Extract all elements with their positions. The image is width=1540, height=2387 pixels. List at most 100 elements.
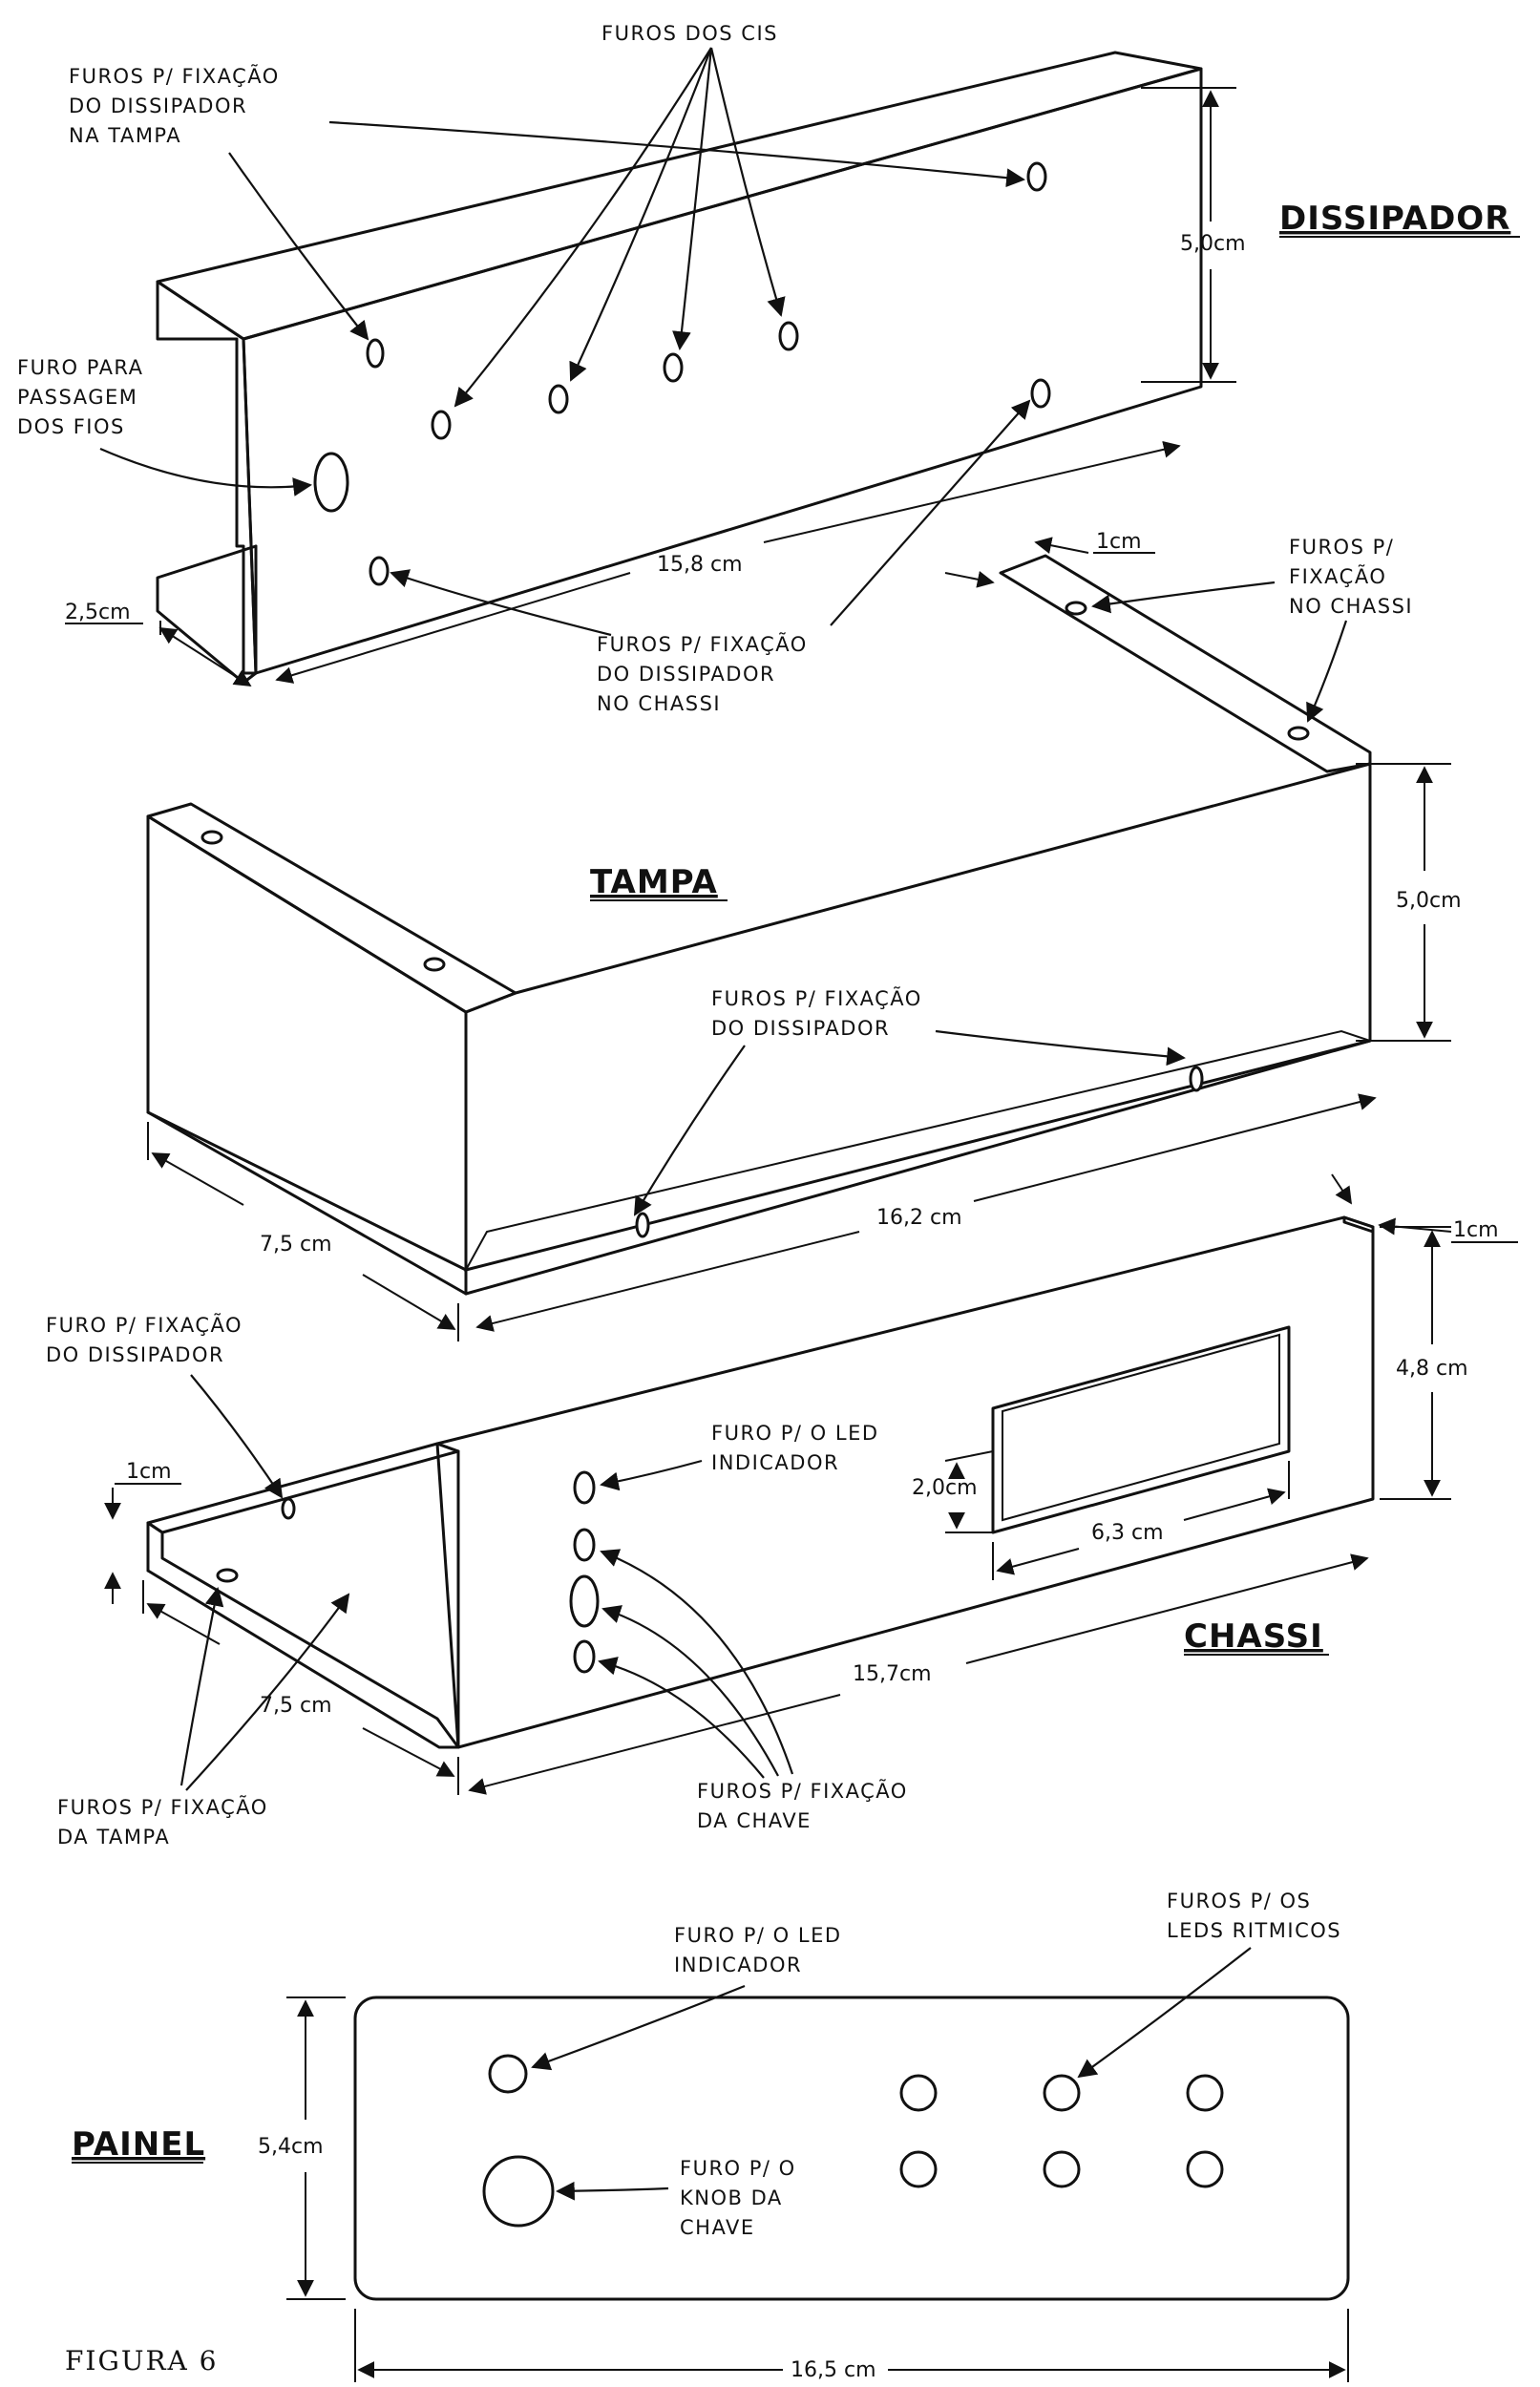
label-fix-tampa-line3: NA TAMPA <box>69 124 181 147</box>
chassi-switch-hole-3 <box>573 1639 596 1674</box>
dim-chassi-depth: 7,5 cm <box>260 1694 332 1718</box>
arrow-fix-tampa-2 <box>328 120 1025 188</box>
dim-chassi-flange-right: 1cm <box>1453 1218 1499 1242</box>
dim-painel-height: 5,4cm <box>258 2135 324 2159</box>
label-fix-tampa-line2: DO DISSIPADOR <box>69 95 247 117</box>
tampa-body <box>146 554 1374 1296</box>
label-chassi-fix-tampa-line1: FUROS P/ FIXAÇÃO <box>57 1794 268 1819</box>
label-chassi-fix-dissipador-line1: FURO P/ FIXAÇÃO <box>46 1312 243 1337</box>
arrow-ci-4 <box>709 47 786 317</box>
painel-rhythm-led-1 <box>899 2074 938 2112</box>
tampa-hole-right-1 <box>1065 601 1087 616</box>
label-tampa-fix-chassi-line2: FIXAÇÃO <box>1289 563 1386 588</box>
painel-plate <box>353 1996 1350 2301</box>
chassi-flange-hole-1 <box>281 1497 296 1520</box>
arrow-chassi-fix-chave-1 <box>600 1549 794 1775</box>
painel-rhythm-led-2 <box>1043 2074 1081 2112</box>
fix-hole-tampa-2 <box>1026 161 1047 192</box>
dim-tampa-flange: 1cm <box>1096 530 1142 554</box>
dim-chassi-window-width: 6,3 cm <box>1091 1521 1164 1545</box>
arrow-tampa-fix-dissipador-2 <box>633 1045 746 1216</box>
chassi-body <box>146 1215 1375 1749</box>
arrow-fix-tampa-1 <box>228 152 369 341</box>
dim-chassi-window-height: 2,0cm <box>912 1476 978 1500</box>
dissipador-part: FUROS DOS CIS FUROS P/ FIXAÇÃO DO DISSIP… <box>17 22 1520 715</box>
chassi-switch-hole-2 <box>569 1574 600 1628</box>
tampa-hole-left-2 <box>423 957 446 972</box>
painel-rhythm-led-4 <box>899 2150 938 2188</box>
tampa-hole-left-1 <box>200 830 223 845</box>
title-chassi: CHASSI <box>1184 1617 1323 1656</box>
arrow-chassi-fix-tampa-1 <box>179 1587 224 1786</box>
label-tampa-fix-chassi-line1: FUROS P/ <box>1289 536 1394 559</box>
dim-dissipador-length: 15,8 cm <box>657 553 743 577</box>
label-furos-cis: FUROS DOS CIS <box>601 22 778 45</box>
title-tampa: TAMPA <box>590 863 718 901</box>
arrow-painel-knob <box>556 2181 669 2201</box>
label-painel-knob-line2: KNOB DA <box>680 2186 783 2209</box>
arrow-tampa-fix-dissipador-1 <box>935 1029 1186 1067</box>
label-chassi-led-line2: INDICADOR <box>711 1451 839 1474</box>
chassi-switch-hole-1 <box>573 1528 596 1562</box>
ci-hole-3 <box>663 352 684 383</box>
title-painel: PAINEL <box>72 2125 205 2164</box>
dim-tampa-length: 16,2 cm <box>876 1206 962 1230</box>
dim-chassi-length: 15,7cm <box>853 1662 932 1686</box>
tampa-hole-right-2 <box>1287 726 1310 741</box>
dim-chassi-flange-left: 1cm <box>126 1460 172 1484</box>
ci-hole-2 <box>548 384 569 414</box>
painel-led-hole <box>488 2054 528 2094</box>
label-fix-chassi-line1: FUROS P/ FIXAÇÃO <box>597 631 808 656</box>
label-chassi-fix-dissipador-line2: DO DISSIPADOR <box>46 1343 224 1366</box>
dim-painel-width: 16,5 cm <box>791 2358 876 2382</box>
label-chassi-fix-tampa-line2: DA TAMPA <box>57 1826 170 1848</box>
wire-pass-hole <box>313 452 349 513</box>
figure-caption: FIGURA 6 <box>65 2345 218 2376</box>
arrow-fix-chassi-1 <box>390 569 612 637</box>
ci-hole-1 <box>431 410 452 440</box>
arrow-chassi-fix-dissipador <box>190 1374 284 1499</box>
tampa-part: TAMPA 1cm FUROS P/ FIXAÇÃO NO CHASSI 5,0… <box>146 530 1462 1341</box>
painel-rhythm-led-3 <box>1186 2074 1224 2112</box>
dim-dissipador-height: 5,0cm <box>1180 232 1246 256</box>
label-tampa-fix-dissipador-line2: DO DISSIPADOR <box>711 1017 890 1040</box>
arrow-painel-leds-ritmicos <box>1077 1947 1252 2079</box>
ci-hole-4 <box>778 321 799 351</box>
label-fix-chassi-line3: NO CHASSI <box>597 692 721 715</box>
dim-chassi-height: 4,8 cm <box>1396 1357 1468 1381</box>
label-painel-knob-line1: FURO P/ O <box>680 2157 796 2180</box>
label-chassi-led-line1: FURO P/ O LED <box>711 1422 879 1445</box>
arrow-tampa-fix-chassi-2 <box>1306 620 1348 723</box>
arrow-passagem <box>99 447 312 496</box>
chassi-led-hole <box>573 1470 596 1505</box>
chassi-flange-hole-2 <box>216 1568 239 1583</box>
label-painel-leds-ritmicos-line2: LEDS RITMICOS <box>1167 1919 1341 1942</box>
arrow-chassi-fix-tampa-2 <box>185 1593 350 1791</box>
tampa-hole-bottom-2 <box>1189 1066 1204 1092</box>
fix-hole-chassi-1 <box>369 556 390 586</box>
tampa-hole-bottom-1 <box>635 1212 650 1238</box>
chassi-part: CHASSI 1cm 4,8 cm FURO P/ FIXAÇÃO DO DIS… <box>46 1173 1518 1848</box>
label-painel-led-line2: INDICADOR <box>674 1954 802 1976</box>
dim-tampa-height: 5,0cm <box>1396 889 1462 913</box>
label-painel-leds-ritmicos-line1: FUROS P/ OS <box>1167 1890 1311 1912</box>
painel-rhythm-led-5 <box>1043 2150 1081 2188</box>
label-painel-knob-line3: CHAVE <box>680 2216 755 2239</box>
dim-dissipador-depth: 2,5cm <box>65 601 131 624</box>
arrow-ci-2 <box>569 47 713 382</box>
arrow-chassi-fix-chave-3 <box>598 1657 765 1779</box>
label-passagem-line3: DOS FIOS <box>17 415 125 438</box>
arrow-ci-3 <box>672 47 713 350</box>
title-dissipador: DISSIPADOR <box>1279 200 1510 238</box>
label-tampa-fix-dissipador-line1: FUROS P/ FIXAÇÃO <box>711 985 922 1010</box>
arrow-painel-led <box>531 1984 746 2071</box>
arrow-ci-1 <box>454 47 712 408</box>
label-chassi-fix-chave-line2: DA CHAVE <box>697 1809 812 1832</box>
label-passagem-line2: PASSAGEM <box>17 386 137 409</box>
label-chassi-fix-chave-line1: FUROS P/ FIXAÇÃO <box>697 1778 908 1803</box>
dim-tampa-depth: 7,5 cm <box>260 1233 332 1257</box>
label-painel-led-line1: FURO P/ O LED <box>674 1924 842 1947</box>
arrow-tampa-fix-chassi-1 <box>1091 581 1276 614</box>
arrow-chassi-fix-chave-2 <box>601 1605 779 1777</box>
